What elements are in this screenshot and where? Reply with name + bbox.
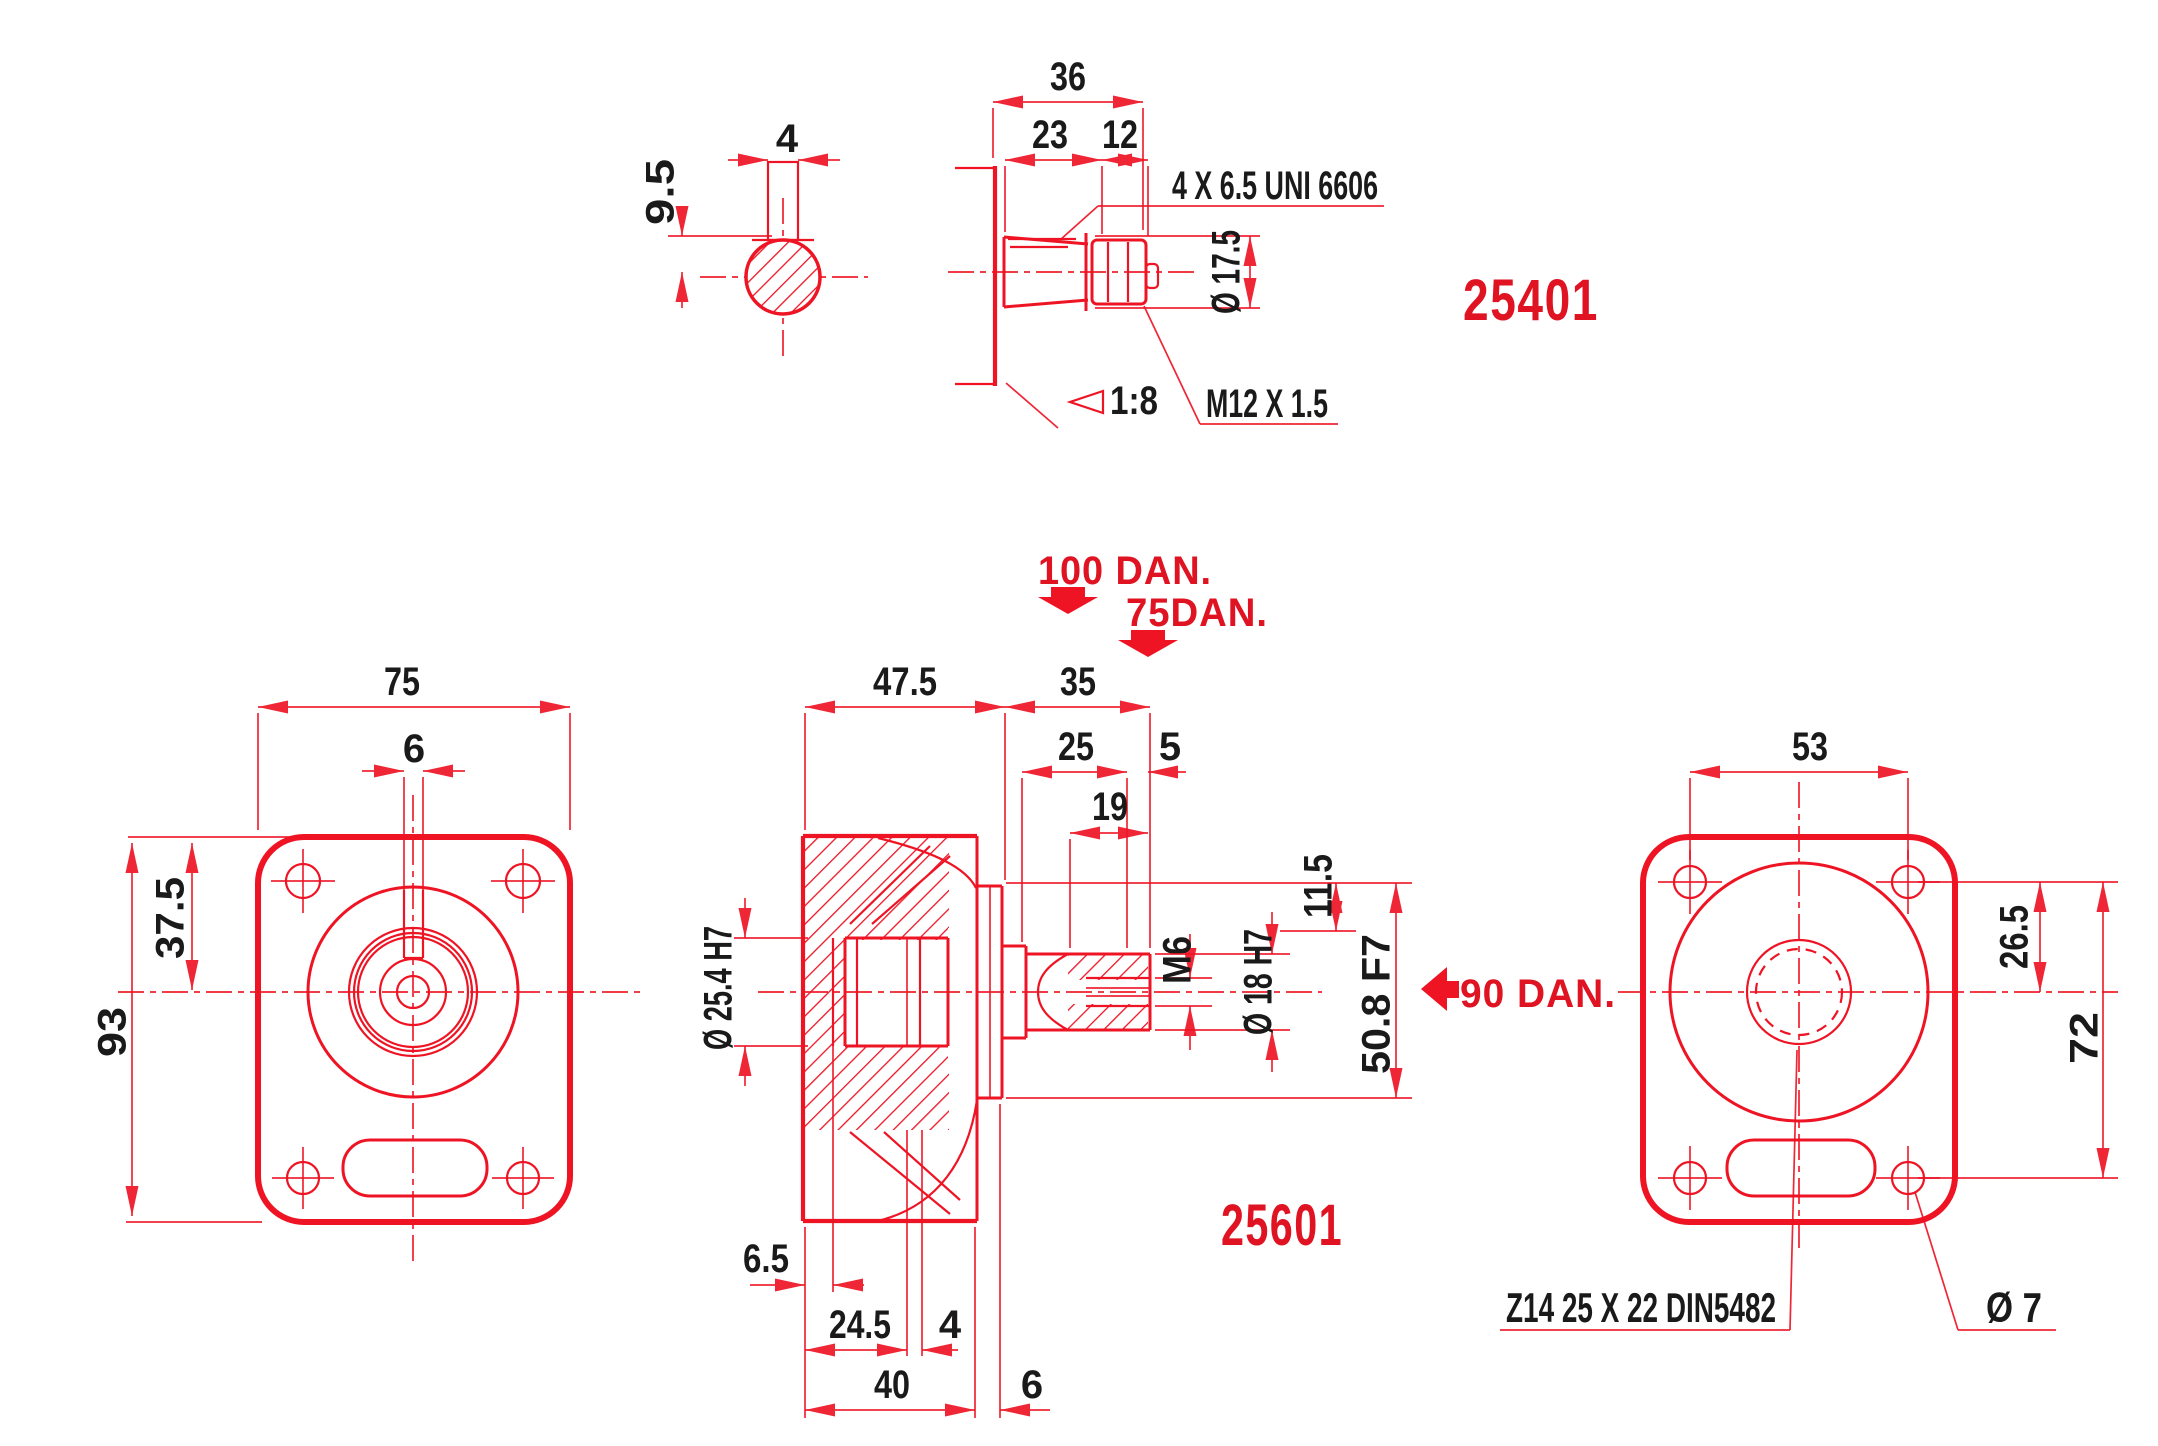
load-90dan-label: 90 DAN. [1460, 972, 1616, 1016]
dim-bore: Ø 25.4 H7 [697, 926, 741, 1050]
mounting-plate [975, 884, 1004, 1100]
section-view: 47.5 35 25 5 19 Ø 25.4 H7 11.5 M6 Ø 18 [697, 660, 1412, 1418]
front-flange-view: 75 6 37.5 93 [91, 660, 645, 1266]
rear-flange-view: 53 26.5 72 Z14 25 X 22 DIN5482 Ø 7 [1500, 725, 2118, 1331]
boss-circle [306, 885, 520, 1099]
shaft-bore [395, 974, 431, 1010]
shaft-taper-bottom [1003, 298, 1089, 309]
key-section-view: 4 9.5 [639, 117, 868, 356]
dim-flange-width: 75 [384, 660, 420, 704]
dim-11-5: 11.5 [1297, 854, 1341, 918]
keyway-spec-label: 4 X 6.5 UNI 6606 [1172, 164, 1378, 208]
dim-6-5: 6.5 [743, 1237, 789, 1281]
shaft-detail-view: 36 23 12 4 X 6.5 UNI 6606 Ø 17.5 1:8 M12… [948, 55, 1384, 429]
dim-25: 25 [1058, 725, 1094, 769]
dim-tapped-hole: M6 [1156, 936, 1200, 984]
dim-center-offset: 37.5 [149, 877, 193, 959]
shaft-section-circle [744, 238, 822, 316]
down-arrow-icon [1131, 630, 1165, 640]
dim-bolt-spacing: 53 [1792, 725, 1828, 769]
part-number-bottom: 25601 [1221, 1193, 1343, 1258]
oval-slot [341, 1138, 489, 1198]
dim-total-length: 36 [1050, 55, 1086, 99]
dim-bolt-height: 72 [2063, 1012, 2107, 1064]
taper-ratio-label: 1:8 [1110, 379, 1158, 423]
dim-key-depth: 9.5 [639, 159, 683, 225]
dim-thread-length: 12 [1102, 113, 1138, 157]
dim-4: 4 [939, 1303, 962, 1347]
part-number-top: 25401 [1463, 268, 1599, 333]
internal-bore [831, 936, 950, 1048]
down-arrow-icon [1051, 587, 1085, 597]
output-shaft [1002, 944, 1152, 1040]
spline-spec-label: Z14 25 X 22 DIN5482 [1506, 1284, 1776, 1331]
flange-outline [255, 834, 573, 1225]
dim-spigot-diameter: 50.8 F7 [1355, 934, 1399, 1074]
oval-slot [1725, 1138, 1877, 1198]
thread-spec-label: M12 X 1.5 [1206, 382, 1328, 426]
dim-center-offset: 26.5 [1993, 905, 2037, 969]
dim-shaft-length: 35 [1060, 660, 1096, 704]
load-75dan-label: 75DAN. [1126, 591, 1268, 635]
dim-shaft-diameter: Ø 18 H7 [1237, 929, 1281, 1035]
spline-bore-teeth [1754, 947, 1844, 1037]
left-arrow-icon [1447, 981, 1459, 998]
dim-40: 40 [874, 1363, 910, 1407]
dim-6: 6 [1021, 1363, 1043, 1407]
hole-diameter-label: Ø 7 [1986, 1284, 2042, 1331]
load-labels: 100 DAN. 75DAN. 90 DAN. [1038, 549, 1616, 1016]
boss-circle [1668, 861, 1930, 1123]
bolt-holes [271, 849, 555, 1209]
section-hatching [805, 838, 1148, 1130]
taper-symbol-icon [1066, 389, 1105, 415]
left-arrow-icon [1421, 967, 1447, 1011]
dim-5: 5 [1159, 725, 1181, 769]
dim-taper-length: 23 [1032, 113, 1068, 157]
down-arrow-icon [1038, 597, 1098, 614]
dim-key-width: 4 [776, 117, 799, 161]
dim-body-length: 47.5 [873, 660, 937, 704]
down-arrow-icon [1118, 640, 1178, 657]
thread-end [1144, 262, 1160, 290]
dim-keyway-width: 6 [403, 727, 425, 771]
load-100dan-label: 100 DAN. [1038, 549, 1212, 593]
dim-shaft-diameter: Ø 17.5 [1205, 230, 1249, 314]
dim-24-5: 24.5 [829, 1303, 891, 1347]
dim-flange-height: 93 [91, 1007, 135, 1057]
spline-bore-outer [1745, 938, 1853, 1046]
dim-19: 19 [1092, 785, 1128, 829]
